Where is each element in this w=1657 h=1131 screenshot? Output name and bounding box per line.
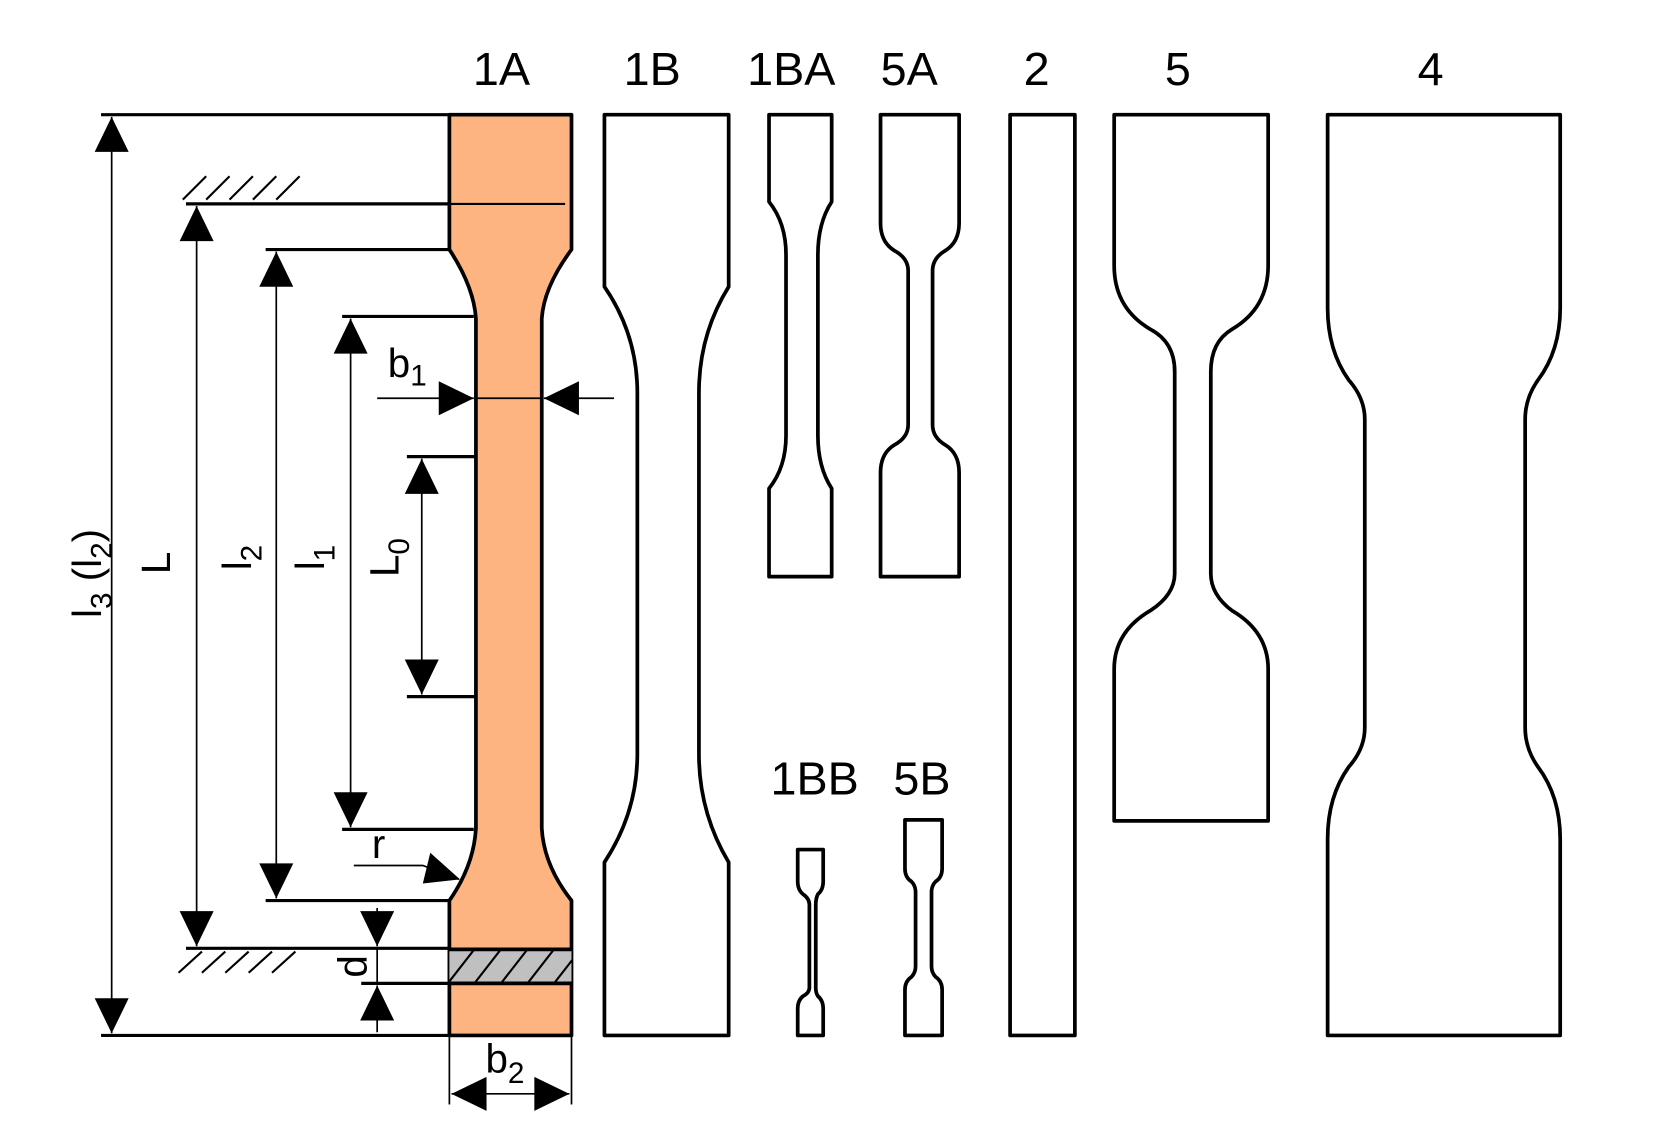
specimen-1BA-outline	[767, 112, 834, 579]
dimension-d	[360, 907, 395, 1033]
clamp-hatch-bottom	[177, 950, 297, 974]
arrow-down-icon	[404, 659, 439, 695]
dimension-r	[353, 852, 460, 884]
label-5: 5	[1165, 43, 1191, 95]
label-1A: 1A	[473, 43, 531, 95]
dimension-l2	[259, 251, 294, 899]
dimension-L0	[404, 458, 439, 695]
label-L: L	[133, 552, 179, 574]
arrow-up-icon	[94, 116, 129, 152]
dimension-l1	[333, 318, 368, 828]
arrow-right-icon	[438, 381, 474, 416]
arrow-left-icon	[543, 381, 579, 416]
arrow-down-icon	[333, 792, 368, 828]
label-4: 4	[1418, 43, 1444, 95]
arrow-down-icon	[360, 911, 395, 947]
label-d: d	[330, 955, 376, 977]
label-5B: 5B	[893, 752, 950, 804]
label-L0: L0	[361, 538, 416, 577]
arrow-icon	[422, 852, 460, 884]
dimension-b1	[377, 381, 614, 416]
arrow-down-icon	[259, 863, 294, 899]
specimen-2-outline	[1008, 112, 1077, 1038]
label-l1: l1	[287, 545, 342, 571]
specimen-4-outline	[1325, 112, 1563, 1038]
label-5A: 5A	[881, 43, 939, 95]
label-1B: 1B	[624, 43, 681, 95]
dimension-b2	[451, 1076, 570, 1111]
label-1BA: 1BA	[747, 43, 836, 95]
clamp-hatch-top	[182, 175, 301, 201]
arrow-up-icon	[259, 251, 294, 287]
specimen-1A-outline	[447, 112, 574, 1038]
label-b2: b2	[485, 1036, 524, 1091]
specimen-5-outline	[1112, 112, 1271, 823]
label-r: r	[372, 821, 385, 867]
grip-hatch-band	[449, 950, 572, 983]
dimension-L	[179, 206, 214, 947]
arrow-up-icon	[179, 206, 214, 242]
specimen-1B-outline	[602, 112, 731, 1038]
dimension-l3	[94, 116, 129, 1034]
arrow-up-icon	[333, 318, 368, 354]
label-1BB: 1BB	[771, 752, 859, 804]
label-l2: l2	[214, 545, 269, 571]
extension-lines	[101, 113, 573, 1105]
arrow-up-icon	[404, 458, 439, 494]
specimen-1BB-outline	[795, 847, 826, 1038]
arrow-right-icon	[534, 1076, 570, 1111]
specimen-5B-outline	[903, 817, 944, 1038]
arrow-down-icon	[179, 911, 214, 947]
label-l3: l3 (l2)	[64, 529, 119, 618]
specimen-1A	[447, 112, 574, 1038]
arrow-left-icon	[451, 1076, 487, 1111]
label-2: 2	[1024, 43, 1050, 95]
specimen-5A-outline	[878, 112, 961, 579]
arrow-down-icon	[94, 998, 129, 1034]
arrow-up-icon	[360, 985, 395, 1021]
label-b1: b1	[388, 340, 427, 392]
grip-hatch-lines	[449, 950, 572, 983]
